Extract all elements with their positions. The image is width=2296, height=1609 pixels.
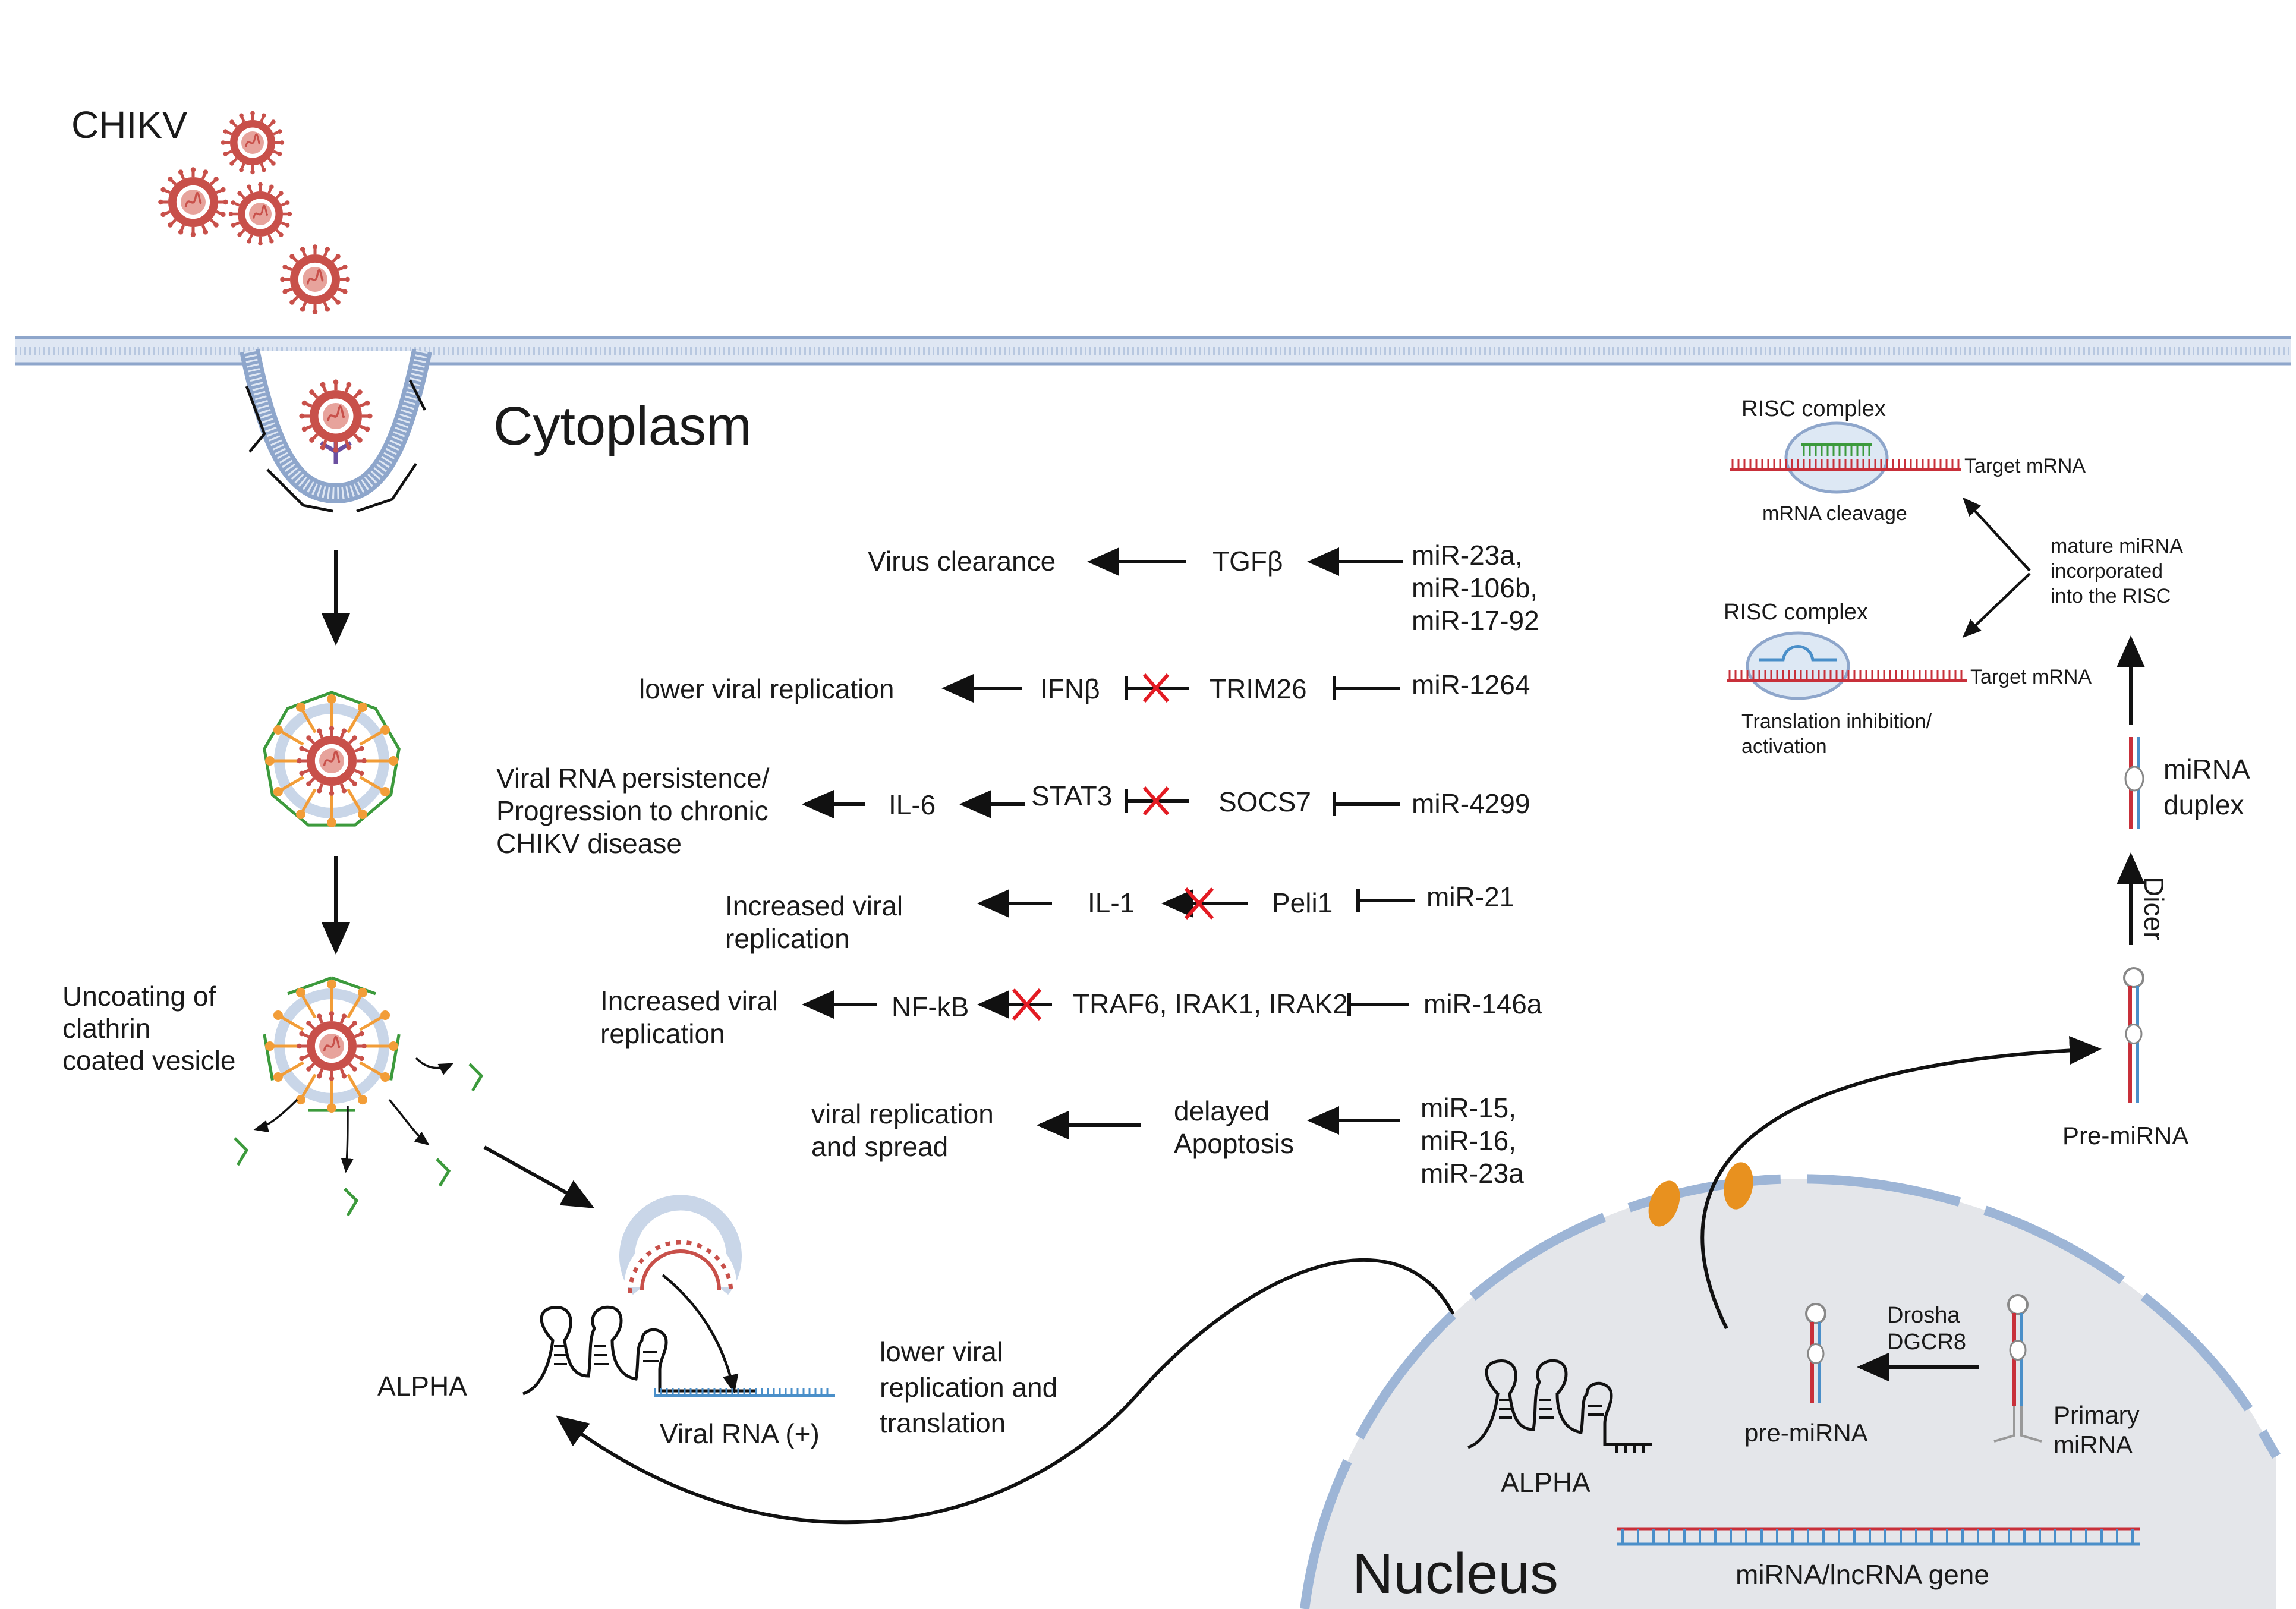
target-text: TRAF6, IRAK1, IRAK2	[1073, 988, 1348, 1019]
pathway-row-trim26: lower viral replication IFNβ TRIM26 miR-…	[639, 669, 1530, 704]
pre-mirna-cyto-label: Pre-miRNA	[2062, 1122, 2188, 1150]
virus-particle	[280, 244, 350, 314]
arrow-premirna-export	[1700, 1036, 2102, 1330]
mirna-text: miR-4299	[1412, 788, 1530, 819]
outcome-text: viral replication and spread	[811, 1098, 1001, 1162]
dicer-label: Dicer	[2138, 877, 2169, 940]
pathway-row-socs7: Viral RNA persistence/ Progression to ch…	[496, 763, 1530, 859]
mirna-hairpins	[1805, 737, 2144, 1443]
chikv-virions	[158, 111, 373, 453]
risc-complex-bottom	[1727, 631, 1967, 700]
lower-translation-label: lower viral replication and translation	[880, 1336, 1065, 1438]
uncoating-vesicle	[234, 976, 484, 1217]
cleavage-label: mRNA cleavage	[1762, 502, 1907, 525]
outcome-text: Viral RNA persistence/ Progression to ch…	[496, 763, 777, 859]
target-bottom-label: Target mRNA	[1970, 666, 2092, 688]
clathrin-coated-vesicle	[263, 691, 401, 827]
pathway-row-traf6: Increased viral replication NF-kB TRAF6,…	[600, 985, 1542, 1049]
uncoating-label: Uncoating of clathrin coated vesicle	[62, 981, 236, 1076]
arrow-alpha-export	[556, 1258, 1467, 1525]
incorporated-label: mature miRNA incorporated into the RISC	[2051, 535, 2188, 607]
target-text: Peli1	[1272, 887, 1333, 918]
mediator-text: IFNβ	[1040, 673, 1100, 704]
released-capsid	[619, 1195, 742, 1295]
arrow-rna-release	[662, 1274, 739, 1394]
risc-bottom-label: RISC complex	[1724, 600, 1868, 625]
alpha-left-label: ALPHA	[377, 1371, 467, 1402]
drosha-label: Drosha DGCR8	[1887, 1303, 1966, 1355]
chikv-label: CHIKV	[71, 103, 188, 146]
risc-complex-top	[1730, 421, 1961, 494]
pathway-row-peli1: Increased viral replication IL-1 Peli1 m…	[725, 881, 1514, 954]
outcome-text: Increased viral replication	[600, 985, 786, 1049]
primary-mirna-label: Primary miRNA	[2054, 1401, 2146, 1459]
mediator-stat3: STAT3	[1031, 780, 1112, 811]
mirna-text: miR-146a	[1423, 988, 1542, 1019]
translation-inhibition-label: Translation inhibition/ activation	[1741, 710, 1937, 758]
virus-particle	[299, 379, 373, 453]
target-text: TRIM26	[1210, 673, 1307, 704]
mirna-text: miR-1264	[1412, 669, 1530, 700]
alpha-stem-loops-nucleus	[1467, 1359, 1652, 1453]
pathway-row-apoptosis: viral replication and spread delayed Apo…	[811, 1092, 1524, 1189]
virus-particle	[297, 1011, 367, 1081]
outcome-text: Virus clearance	[868, 546, 1056, 577]
cytoplasm-label: Cytoplasm	[493, 396, 752, 456]
virus-particle	[221, 111, 285, 175]
arrow-to-translation	[1962, 572, 2031, 638]
viral-rna-strand	[654, 1388, 835, 1397]
gene-label: miRNA/lncRNA gene	[1736, 1559, 1989, 1590]
virus-particle	[158, 167, 228, 237]
target-text: TGFβ	[1212, 546, 1283, 577]
outcome-text: lower viral replication	[639, 673, 895, 704]
outcome-text: Increased viral replication	[725, 890, 911, 954]
arrow-to-cleavage	[1962, 497, 2031, 572]
target-text: SOCS7	[1218, 786, 1311, 817]
mirna-text: miR-21	[1426, 881, 1514, 912]
alpha-nucleus-label: ALPHA	[1501, 1467, 1590, 1498]
pathway-row-tgfb: Virus clearance TGFβ miR-23a, miR-106b, …	[868, 540, 1545, 636]
mirna-duplex-label: miRNA duplex	[2163, 754, 2256, 820]
viral-rna-label: Viral RNA (+)	[660, 1418, 820, 1449]
nucleus	[1300, 1162, 2281, 1609]
arrow-to-release	[483, 1145, 595, 1208]
alpha-stem-loops-left	[522, 1305, 755, 1396]
virus-particle	[297, 726, 367, 796]
mirna-text: miR-15, miR-16, miR-23a	[1421, 1092, 1524, 1189]
mirna-text: miR-23a, miR-106b, miR-17-92	[1412, 540, 1545, 636]
pre-mirna-nucleus-label: pre-miRNA	[1744, 1419, 1868, 1447]
target-text: delayed Apoptosis	[1174, 1095, 1294, 1159]
mediator-text: IL-1	[1088, 887, 1135, 918]
nucleus-label: Nucleus	[1352, 1542, 1558, 1605]
mirna-gene	[1617, 1527, 2140, 1546]
risc-top-label: RISC complex	[1741, 396, 1886, 421]
target-top-label: Target mRNA	[1964, 455, 2086, 477]
virus-particle	[228, 182, 292, 246]
mediator-il6: IL-6	[889, 789, 936, 820]
mediator-text: NF-kB	[892, 991, 969, 1022]
